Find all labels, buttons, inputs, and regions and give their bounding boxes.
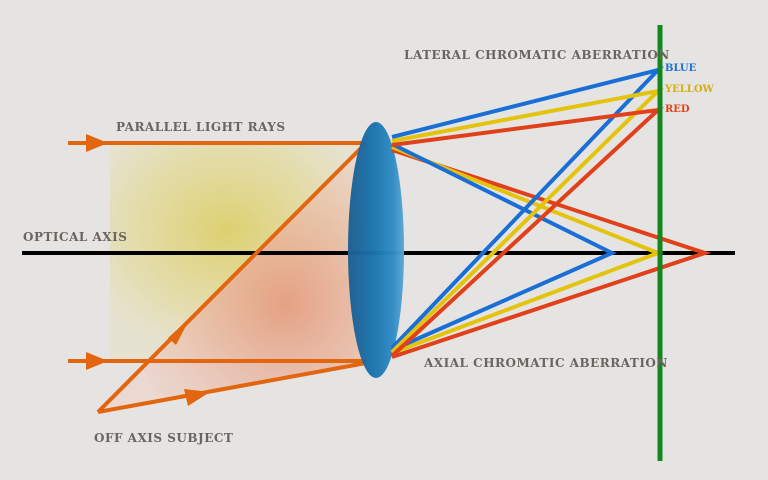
blue-label: BLUE (665, 63, 697, 74)
arrow-icon (86, 352, 108, 370)
ray-arrowheads (86, 134, 210, 406)
off-axis-subject-label: OFF AXIS SUBJECT (94, 431, 234, 445)
convex-lens (348, 122, 404, 378)
incoming-rays (68, 141, 368, 414)
yellow-label: YELLOW (665, 84, 714, 95)
lateral-aberration-label: LATERAL CHROMATIC ABERRATION (404, 48, 670, 62)
parallel-light-rays-label: PARALLEL LIGHT RAYS (116, 120, 286, 134)
axial-aberration-label: AXIAL CHROMATIC ABERRATION (424, 356, 668, 370)
arrow-icon (86, 134, 108, 152)
arrow-icon (184, 389, 210, 406)
optical-axis-label: OPTICAL AXIS (23, 230, 128, 244)
arrow-icon (168, 318, 190, 345)
red-label: RED (665, 104, 690, 115)
